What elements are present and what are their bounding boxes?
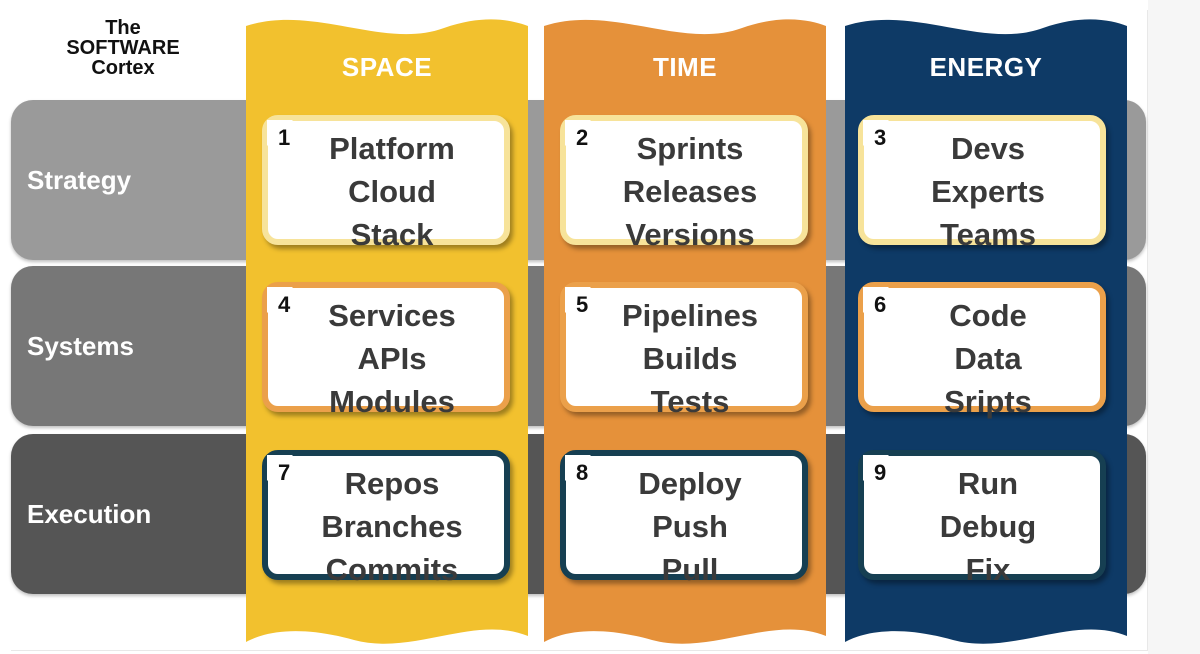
card-line: Fix xyxy=(965,552,1011,587)
card-corner xyxy=(863,287,889,313)
card-text: Run Debug Fix xyxy=(864,462,1112,591)
card-line: Modules xyxy=(329,384,455,419)
card-corner xyxy=(267,120,293,146)
card-text: Devs Experts Teams xyxy=(864,127,1112,256)
card-corner xyxy=(863,455,889,481)
card-number: 3 xyxy=(874,125,887,150)
card-line: Pull xyxy=(661,552,719,587)
card-line: Commits xyxy=(325,552,459,587)
card-corner xyxy=(565,120,591,146)
diagram-title: The SOFTWARE Cortex xyxy=(40,18,206,78)
card-line: Experts xyxy=(931,174,1045,209)
card-3: 3 Devs Experts Teams xyxy=(858,115,1106,252)
row-label-execution: Execution xyxy=(27,499,152,529)
column-label-time: TIME xyxy=(652,52,718,82)
card-number: 2 xyxy=(576,125,589,150)
card-text: Code Data Sripts xyxy=(864,294,1112,423)
card-text: Deploy Push Pull xyxy=(566,462,814,591)
card-line: Services xyxy=(328,298,456,333)
card-line: Push xyxy=(652,509,728,544)
card-8: 8 Deploy Push Pull xyxy=(560,450,808,587)
card-line: APIs xyxy=(357,341,427,376)
card-corner xyxy=(863,120,889,146)
column-label-space: SPACE xyxy=(341,52,433,82)
card-line: Sripts xyxy=(944,384,1032,419)
card-line: Debug xyxy=(939,509,1037,544)
card-line: Branches xyxy=(321,509,463,544)
card-6: 6 Code Data Sripts xyxy=(858,282,1106,419)
row-label-strategy: Strategy xyxy=(27,165,132,195)
card-number: 9 xyxy=(874,460,887,485)
card-number: 1 xyxy=(278,125,291,150)
card-corner xyxy=(565,455,591,481)
card-text: Repos Branches Commits xyxy=(268,462,516,591)
card-4: 4 Services APIs Modules xyxy=(262,282,510,419)
card-text: Sprints Releases Versions xyxy=(566,127,814,256)
card-number: 6 xyxy=(874,292,887,317)
row-label-systems: Systems xyxy=(27,331,134,361)
card-number: 5 xyxy=(576,292,589,317)
card-9: 9 Run Debug Fix xyxy=(858,450,1106,587)
card-line: Repos xyxy=(344,466,440,501)
card-line: Stack xyxy=(350,217,434,252)
card-corner xyxy=(267,455,293,481)
card-number: 7 xyxy=(278,460,291,485)
card-line: Releases xyxy=(622,174,758,209)
card-line: Data xyxy=(954,341,1022,376)
title-line: Cortex xyxy=(91,57,155,79)
card-line: Code xyxy=(949,298,1027,333)
card-text: Pipelines Builds Tests xyxy=(566,294,814,423)
card-line: Platform xyxy=(329,131,455,166)
card-line: Teams xyxy=(940,217,1036,252)
card-line: Versions xyxy=(625,217,755,252)
card-line: Deploy xyxy=(638,466,742,501)
card-2: 2 Sprints Releases Versions xyxy=(560,115,808,252)
card-text: Services APIs Modules xyxy=(268,294,516,423)
title-line: SOFTWARE xyxy=(66,37,180,59)
card-5: 5 Pipelines Builds Tests xyxy=(560,282,808,419)
card-line: Sprints xyxy=(636,131,744,166)
column-label-energy: ENERGY xyxy=(929,52,1043,82)
card-corner xyxy=(267,287,293,313)
card-line: Cloud xyxy=(348,174,436,209)
card-line: Builds xyxy=(642,341,738,376)
card-number: 8 xyxy=(576,460,589,485)
title-line: The xyxy=(105,17,141,39)
card-corner xyxy=(565,287,591,313)
card-1: 1 Platform Cloud Stack xyxy=(262,115,510,252)
card-line: Run xyxy=(957,466,1019,501)
card-line: Devs xyxy=(950,131,1026,166)
card-7: 7 Repos Branches Commits xyxy=(262,450,510,587)
page-margin xyxy=(1148,0,1200,654)
card-line: Pipelines xyxy=(621,298,759,333)
card-line: Tests xyxy=(650,384,730,419)
card-number: 4 xyxy=(278,292,291,317)
card-text: Platform Cloud Stack xyxy=(268,127,516,256)
